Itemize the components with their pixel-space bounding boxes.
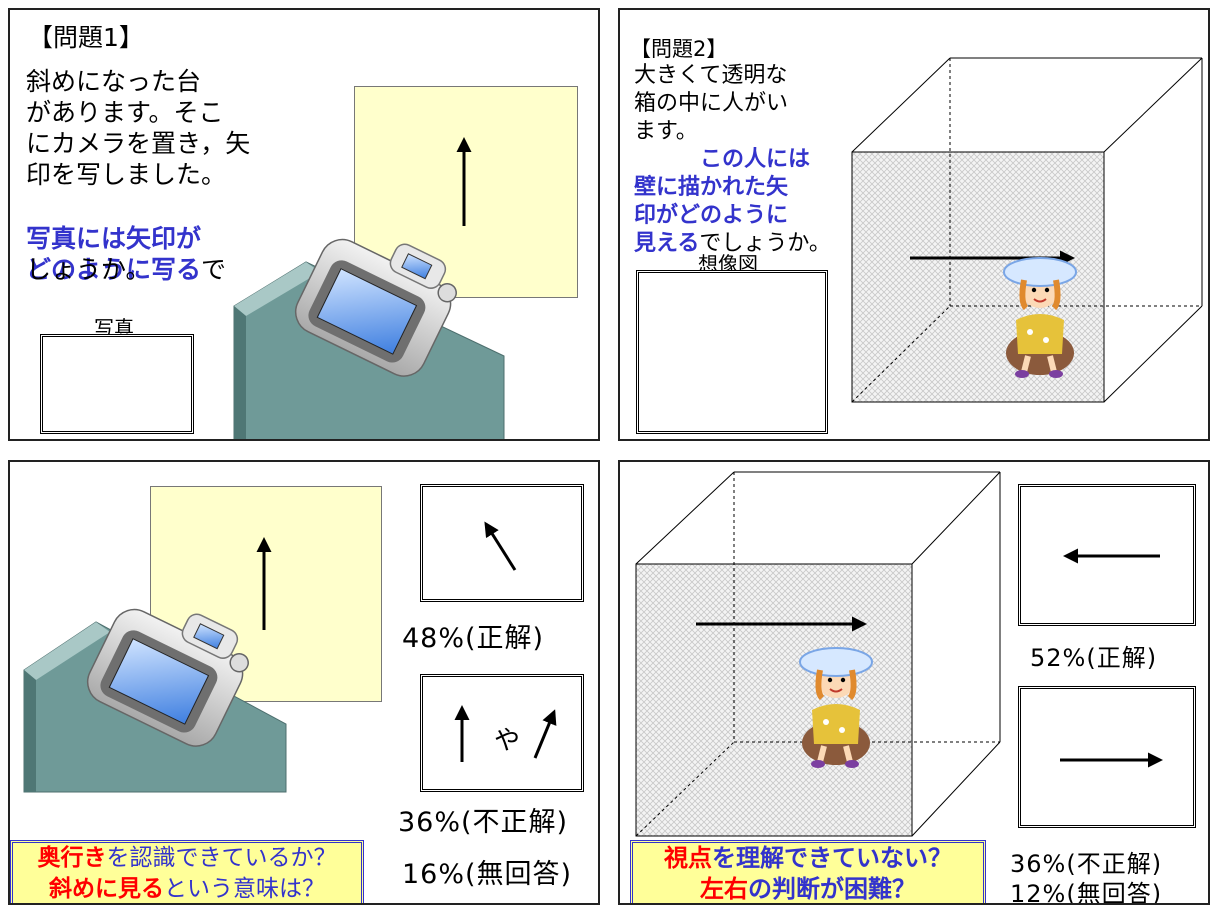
banner-2-emphasis-2: 左右 — [700, 875, 748, 903]
q2-text-1: 大きくて透明な 箱の中に人がい ます。 — [634, 63, 789, 144]
banner-1-rest: を認識できているか？ — [106, 845, 337, 871]
question-2-panel: 【問題2】 大きくて透明な 箱の中に人がい ます。 この人には 壁に描かれた矢 … — [618, 8, 1210, 441]
poster-arrow-result — [256, 537, 272, 630]
right-arrow — [1060, 752, 1163, 768]
banner-2-rest: を理解できていない？ — [712, 844, 952, 872]
q1-text-1: 斜めになった台 があります。そこ にカメラを置き，矢 印を写しました。 — [26, 67, 251, 189]
q2-text-2: この人には 壁に描かれた矢 印がどのように 見えるでしょうか。 — [634, 118, 884, 258]
banner-1-rest-2: という意味は？ — [164, 876, 325, 902]
banner-1-emphasis-2: 斜めに見る — [49, 876, 164, 902]
banner-2-emphasis: 視点 — [664, 844, 712, 872]
analysis-banner-1: 奥行きを認識できているか？ 斜めに見るという意味は？ — [10, 840, 364, 903]
imagined-answer-box — [636, 270, 828, 434]
banner-1-line-2: 斜めに見るという意味は？ — [13, 874, 361, 903]
q2-question-rest: でしょうか。 — [699, 231, 831, 256]
q1-text-3: しょうか。 — [26, 255, 151, 284]
incorrect-arrows — [454, 705, 557, 762]
left-arrow — [1063, 548, 1160, 564]
q1-question-rest: で — [201, 255, 227, 284]
pct-no-answer: 16%(無回答) — [402, 859, 573, 890]
q1-question-emphasis: 写真には矢印が どのように写る — [26, 224, 202, 284]
banner-2-rest-2: の判断が困難？ — [748, 875, 916, 903]
pct-incorrect: 36%(不正解) — [398, 807, 569, 838]
camera-illustration — [287, 211, 469, 385]
pct-correct: 52%(正解) — [1030, 644, 1158, 672]
q2-question-emphasis: この人には 壁に描かれた矢 印がどのように 見える — [634, 147, 811, 256]
banner-1-emphasis: 奥行き — [37, 845, 107, 871]
pct-correct: 48%(正解) — [402, 623, 545, 654]
q2-heading: 【問題2】 — [630, 37, 728, 61]
banner-2-line-2: 左右の判断が困難？ — [633, 874, 983, 903]
transparent-box-result — [635, 471, 1001, 837]
banner-1-line-1: 奥行きを認識できているか？ — [13, 843, 361, 874]
yellow-poster — [354, 86, 578, 298]
answer-box-incorrect — [1018, 686, 1196, 828]
result-2-panel: 52%(正解) 36%(不正解) 12%(無回答) 視点を理解できていない？ 左… — [618, 460, 1210, 905]
pct-no-answer: 12%(無回答) — [1010, 880, 1163, 905]
result-1-panel: 48%(正解) や 36%(不正解) 16%(無回答) 奥行きを認識できているか… — [8, 460, 600, 905]
q1-text-2: 写真には矢印が どのように写るで — [26, 192, 296, 285]
pct-incorrect: 36%(不正解) — [1010, 850, 1163, 878]
girl-illustration — [620, 10, 1210, 441]
banner-2-line-1: 視点を理解できていない？ — [633, 843, 983, 874]
analysis-banner-2: 視点を理解できていない？ 左右の判断が困難？ — [630, 840, 986, 903]
question-1-panel: 【問題1】 斜めになった台 があります。そこ にカメラを置き，矢 印を写しました… — [8, 8, 600, 441]
answer-box-correct — [420, 484, 584, 602]
q1-heading: 【問題1】 — [28, 23, 144, 52]
answer-box-incorrect — [420, 674, 584, 792]
poster-arrow — [456, 137, 472, 226]
or-label: や — [494, 726, 521, 756]
photo-answer-box — [40, 334, 194, 434]
diagonal-arrow — [484, 521, 517, 571]
